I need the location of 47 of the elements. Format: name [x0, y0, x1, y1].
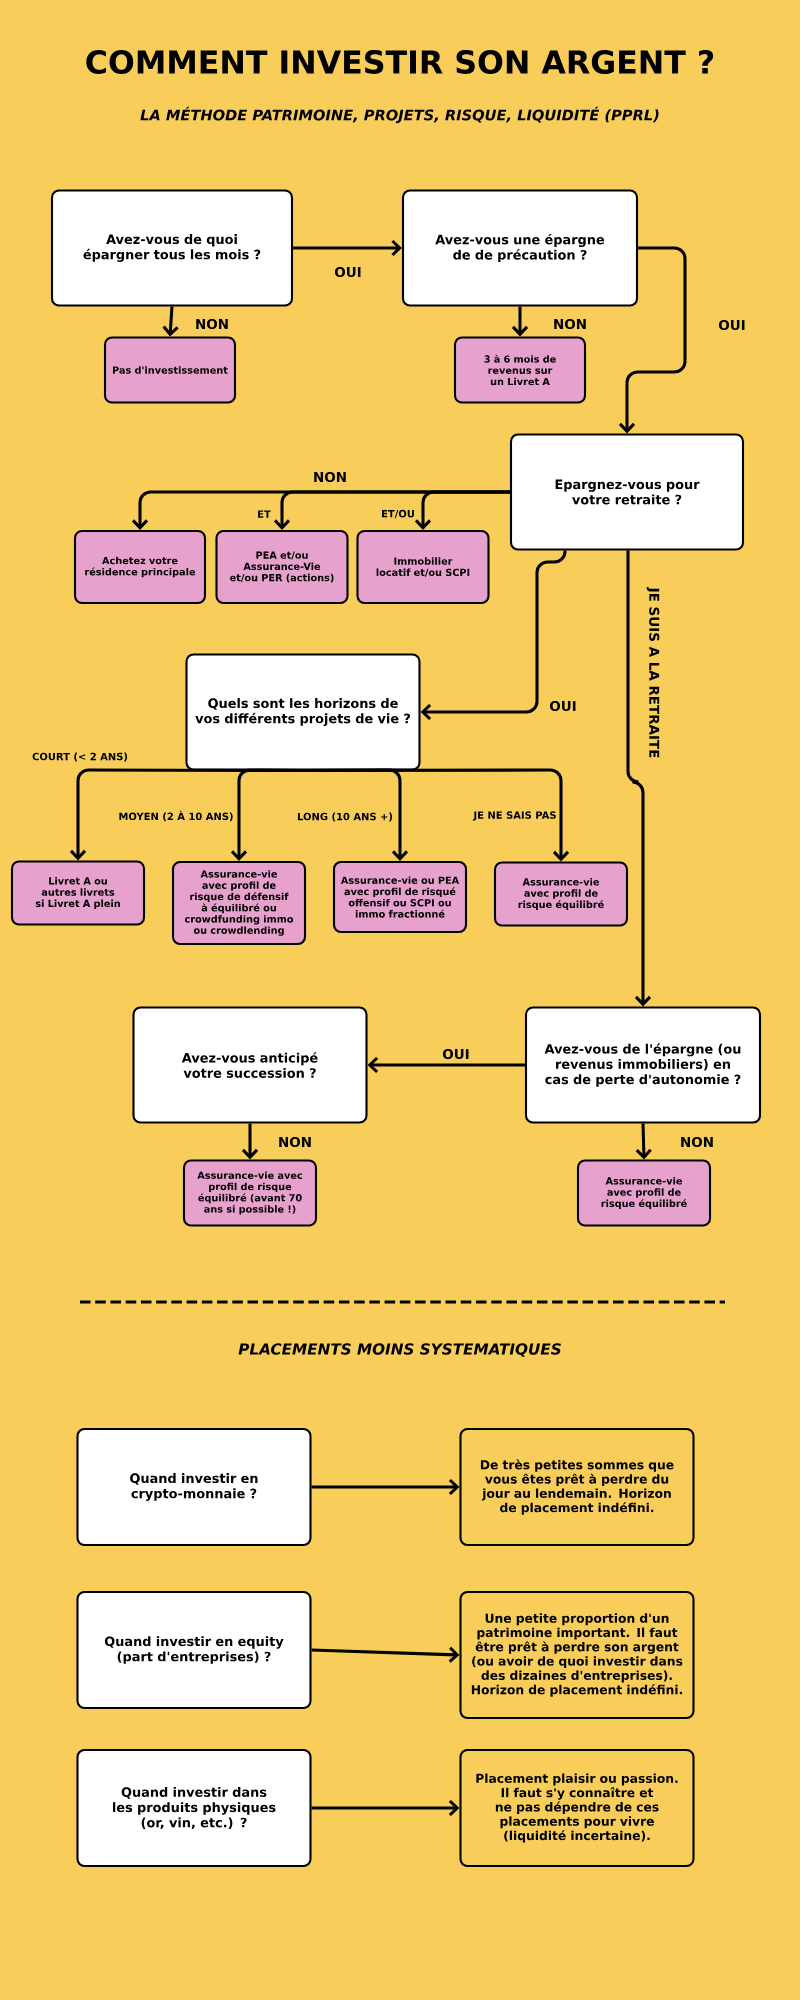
section-heading: PLACEMENTS MOINS SYSTEMATIQUES — [238, 1343, 561, 1357]
title: COMMENT INVESTIR SON ARGENT ? — [86, 50, 714, 74]
arrow — [311, 1646, 460, 1663]
question-box: Quand investir dans les produits physiques (or, vin, etc.) ? — [76, 1748, 312, 1868]
arrow — [414, 490, 510, 530]
answer-box: Pas d'investissement — [103, 336, 237, 404]
edge-label: ET — [256, 509, 272, 519]
question-box: Avez-vous de quoi épargner tous les mois ? — [50, 189, 294, 307]
answer-box: Placement plaisir ou passion. Il faut s'y connaître et ne pas dépendre de ces placements pour vivre (liquidité incertaine). — [459, 1748, 695, 1868]
edge-label: LONG (10 ANS +) — [295, 811, 395, 823]
question-box: Epargnez-vous pour votre retraite ? — [509, 433, 745, 551]
question-box: Quels sont les horizons de vos différents projets de vie ? — [185, 653, 421, 771]
edge-label: JE NE SAIS PAS — [472, 810, 558, 822]
subtitle: LA MÉTHODE PATRIMOINE, PROJETS, RISQUE, LIQUIDITÉ (PPRL) — [140, 106, 659, 124]
answer-box: Assurance-vie ou PEA avec profil de risqué offensif ou SCPI ou immo fractionné — [332, 860, 468, 934]
answer-box: Assurance-vie avec profil de risque équilibré — [493, 861, 629, 927]
answer-box: Assurance-vie avec profil de risque équilibré (avant 70 ans si possible !) — [182, 1159, 318, 1227]
answer-box: Livret A ou autres livrets si Livret A plein — [10, 860, 146, 926]
arrow — [635, 1123, 652, 1160]
arrow — [311, 1799, 460, 1817]
question-box: Quand investir en crypto-monnaie ? — [76, 1427, 312, 1547]
answer-box: Assurance-vie avec profil de risque équilibré — [576, 1159, 712, 1227]
arrow — [293, 239, 402, 257]
arrow — [303, 768, 570, 862]
question-box: Avez-vous anticipé votre succession ? — [132, 1006, 368, 1124]
arrow — [230, 768, 303, 861]
arrow — [311, 1478, 460, 1496]
edge-label: ET/OU — [379, 508, 417, 520]
question-box: Avez-vous de l'épargne (ou revenus immobiliers) en cas de perte d'autonomie ? — [524, 1006, 762, 1124]
arrow — [626, 550, 652, 1007]
edge-label: COURT (< 2 ANS) — [30, 751, 130, 763]
answer-box: Assurance-vie avec profil de risque de défensif à équilibré ou crowdfunding immo ou crowdlending — [171, 860, 307, 946]
answer-box: 3 à 6 mois de revenus sur un Livret A — [453, 336, 587, 404]
answer-box: PEA et/ou Assurance-Vie et/ou PER (actions) — [215, 529, 349, 605]
arrow — [241, 1123, 259, 1160]
arrow — [162, 306, 179, 337]
answer-box: Immobilier locatif et/ou SCPI — [356, 529, 490, 605]
question-box: Avez-vous une épargne de de précaution ? — [401, 189, 639, 307]
answer-box: Une petite proportion d'un patrimoine important. Il faut être prêt à perdre son argent (ou avoir de quoi investir dans des dizaines d'entreprises). Horizon de placement indéfini. — [459, 1590, 695, 1720]
arrow — [618, 246, 687, 434]
arrow — [367, 1056, 525, 1074]
answer-box: De très petites sommes que vous êtes prêt à perdre du jour au lendemain. Horizon de placement indéfini. — [459, 1427, 695, 1547]
arrow — [511, 306, 529, 337]
answer-box: Achetez votre résidence principale — [73, 529, 207, 605]
edge-label: JE SUIS A LA RETRAITE — [645, 586, 661, 760]
question-box: Quand investir en equity (part d'entreprises) ? — [76, 1590, 312, 1710]
arrow — [420, 549, 567, 721]
